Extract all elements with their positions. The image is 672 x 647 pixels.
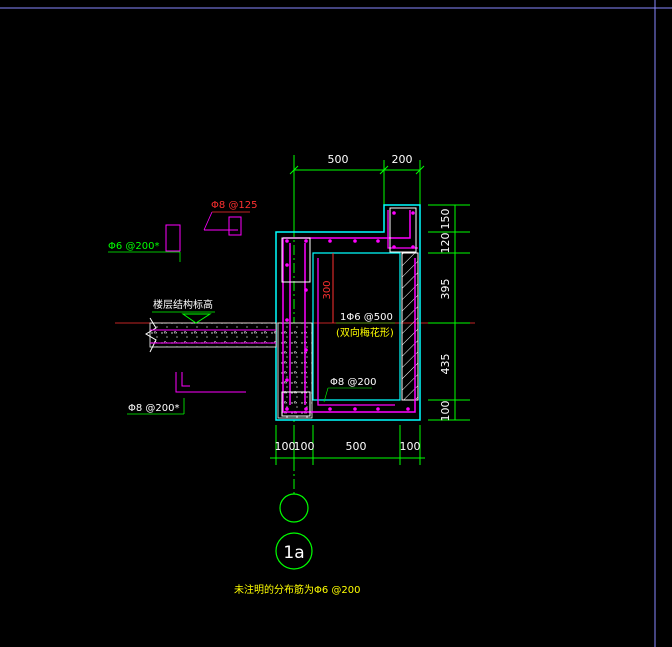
rebar-lines <box>281 207 418 417</box>
leader-center: 1Φ6 @500 (双向梅花形) <box>336 312 395 339</box>
dim-right-150: 150 <box>439 209 452 230</box>
dim-right-435: 435 <box>439 354 452 375</box>
dim-bottom-100-a: 100 <box>275 440 296 453</box>
dim-top-500: 500 <box>328 153 349 166</box>
hatched-wall <box>401 252 419 401</box>
right-dimensions: 150 120 395 435 100 <box>428 204 470 422</box>
bottom-dimensions: 100 100 500 100 <box>270 425 425 465</box>
leader-left-top: Φ6 @200* <box>108 224 181 262</box>
rebar-center-label: 1Φ6 @500 <box>340 312 393 323</box>
detail-callout: 1a <box>275 493 313 570</box>
detail-number: 1a <box>283 543 304 563</box>
rebar-center-note: (双向梅花形) <box>336 326 394 339</box>
leader-bottom-inner: Φ8 @200 <box>323 377 377 403</box>
axis-bubble <box>279 493 309 523</box>
dim-inner-300: 300 <box>322 280 333 299</box>
inner-dimension: 300 <box>322 253 334 323</box>
rebar-left-top-label: Φ6 @200* <box>108 241 160 252</box>
dim-right-100: 100 <box>439 401 452 422</box>
rebar-top-red-label: Φ8 @125 <box>211 200 258 211</box>
dim-bottom-100-c: 100 <box>400 440 421 453</box>
dim-top-200: 200 <box>392 153 413 166</box>
floor-label-group: 楼层结构标高 <box>152 298 215 313</box>
leader-left-bottom: Φ8 @200* <box>127 372 246 415</box>
dim-right-395: 395 <box>439 279 452 300</box>
detail-bubble <box>275 532 313 570</box>
top-dimensions: 500 200 <box>289 153 425 232</box>
structure-outline <box>275 204 421 421</box>
leader-top-red: Φ8 @125 <box>203 200 258 236</box>
distribution-rebar-note: 未注明的分布筋为Φ6 @200 <box>234 583 361 596</box>
rebar-bottom-inner-label: Φ8 @200 <box>330 377 377 388</box>
floor-elevation-label: 楼层结构标高 <box>153 298 213 311</box>
dim-bottom-500: 500 <box>346 440 367 453</box>
dim-right-120: 120 <box>439 233 452 254</box>
floor-slab <box>145 313 277 353</box>
dim-bottom-100-b: 100 <box>294 440 315 453</box>
rebar-left-bottom-label: Φ8 @200* <box>128 403 180 414</box>
